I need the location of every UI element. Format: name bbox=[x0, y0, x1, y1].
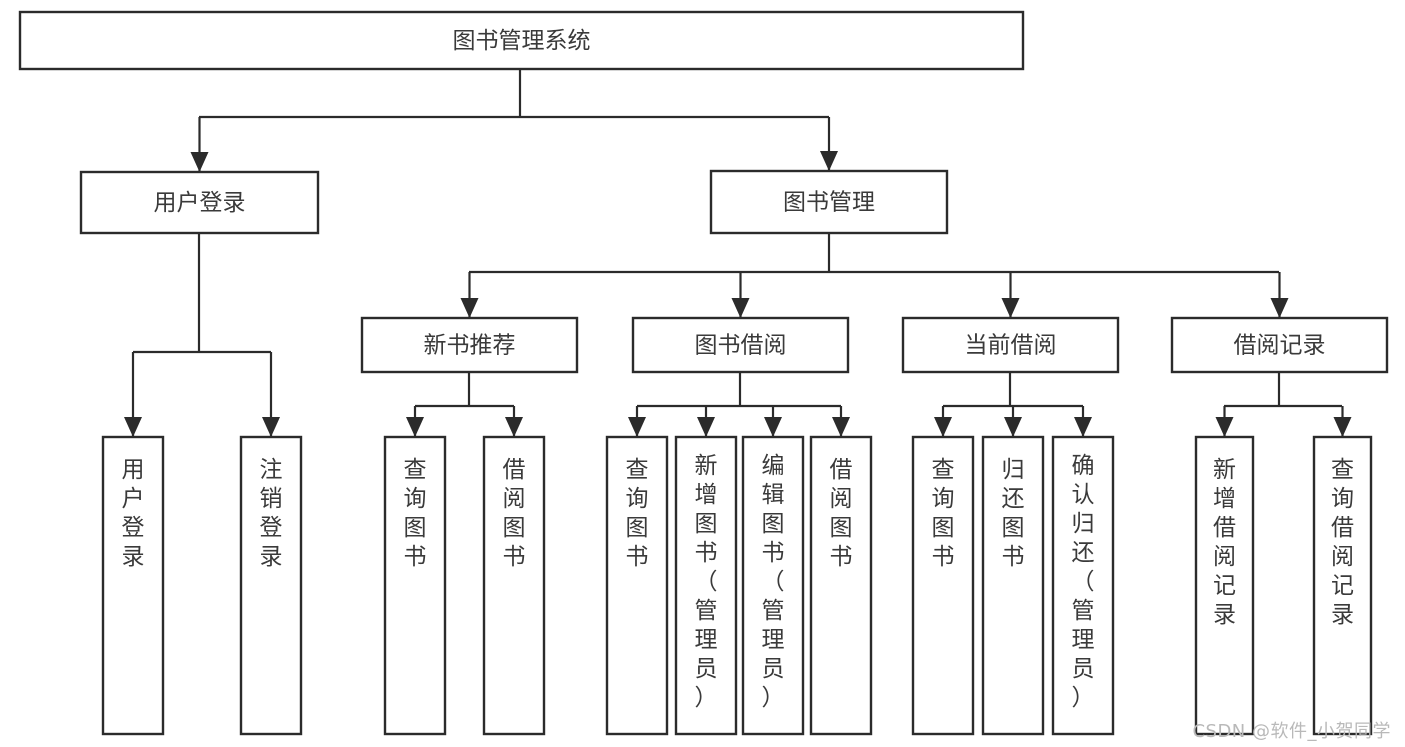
arrow-head-icon bbox=[764, 417, 782, 437]
node-label: 编辑图书（管理员） bbox=[762, 453, 785, 711]
leaf-node-br-add[interactable]: 新增借阅记录 bbox=[1194, 435, 1255, 736]
node-label: 新增图书（管理员） bbox=[695, 453, 718, 711]
node-label: 新书推荐 bbox=[424, 333, 516, 359]
node-box[interactable] bbox=[1051, 435, 1115, 736]
node-label: 当前借阅 bbox=[965, 333, 1057, 359]
arrow-head-icon bbox=[1001, 298, 1020, 318]
arrow-head-icon bbox=[1333, 417, 1352, 437]
node-label: 图书管理 bbox=[783, 190, 875, 216]
arrow-head-icon bbox=[628, 417, 646, 437]
leaf-node-leaf-user-logout[interactable]: 注销登录 bbox=[239, 435, 303, 736]
leaf-node-bb-add[interactable]: 新增图书（管理员） bbox=[674, 435, 738, 736]
node-box[interactable] bbox=[605, 435, 669, 736]
level2-node-borrow-record[interactable]: 借阅记录 bbox=[1170, 316, 1389, 374]
node-label: 用户登录 bbox=[154, 190, 246, 216]
node-box[interactable] bbox=[1312, 435, 1373, 736]
leaf-node-nbr-borrow[interactable]: 借阅图书 bbox=[482, 435, 546, 736]
leaf-node-nbr-query[interactable]: 查询图书 bbox=[383, 435, 447, 736]
node-label: 用户登录 bbox=[122, 457, 145, 570]
node-box[interactable] bbox=[709, 169, 949, 235]
level2-node-book-borrow[interactable]: 图书借阅 bbox=[631, 316, 850, 374]
node-box[interactable] bbox=[741, 435, 805, 736]
leaf-node-leaf-user-login[interactable]: 用户登录 bbox=[101, 435, 165, 736]
node-box[interactable] bbox=[674, 435, 738, 736]
node-label: 新增借阅记录 bbox=[1213, 457, 1236, 628]
leaf-node-br-query[interactable]: 查询借阅记录 bbox=[1312, 435, 1373, 736]
node-box[interactable] bbox=[79, 170, 320, 235]
node-box[interactable] bbox=[809, 435, 873, 736]
arrow-head-icon bbox=[1270, 298, 1289, 318]
arrow-head-icon bbox=[1215, 417, 1234, 437]
node-box[interactable] bbox=[1194, 435, 1255, 736]
node-box[interactable] bbox=[911, 435, 975, 736]
arrow-head-icon bbox=[1004, 417, 1022, 437]
arrow-head-icon bbox=[731, 298, 750, 318]
node-label: 图书借阅 bbox=[695, 333, 787, 359]
level1-node-book-manage[interactable]: 图书管理 bbox=[709, 169, 949, 235]
node-label: 借阅图书 bbox=[830, 457, 853, 570]
node-label: 查询借阅记录 bbox=[1331, 457, 1354, 628]
node-layer: 图书管理系统用户登录图书管理新书推荐图书借阅当前借阅借阅记录用户登录注销登录查询… bbox=[18, 10, 1389, 736]
leaf-node-bb-query[interactable]: 查询图书 bbox=[605, 435, 669, 736]
node-box[interactable] bbox=[631, 316, 850, 374]
arrow-head-icon bbox=[505, 417, 523, 437]
leaf-node-cb-query[interactable]: 查询图书 bbox=[911, 435, 975, 736]
leaf-node-bb-borrow[interactable]: 借阅图书 bbox=[809, 435, 873, 736]
node-box[interactable] bbox=[1170, 316, 1389, 374]
node-label: 注销登录 bbox=[260, 457, 283, 570]
level2-node-current-borrow[interactable]: 当前借阅 bbox=[901, 316, 1120, 374]
node-label: 图书管理系统 bbox=[453, 28, 591, 54]
arrow-head-icon bbox=[406, 417, 424, 437]
arrow-head-icon bbox=[832, 417, 850, 437]
node-box[interactable] bbox=[482, 435, 546, 736]
arrow-head-icon bbox=[1074, 417, 1092, 437]
arrow-head-icon bbox=[460, 298, 479, 318]
node-box[interactable] bbox=[101, 435, 165, 736]
leaf-node-cb-return[interactable]: 归还图书 bbox=[981, 435, 1045, 736]
level2-node-new-book-rec[interactable]: 新书推荐 bbox=[360, 316, 579, 374]
node-label: 借阅记录 bbox=[1234, 333, 1326, 359]
leaf-node-cb-confirm[interactable]: 确认归还（管理员） bbox=[1051, 435, 1115, 736]
arrow-head-icon bbox=[124, 417, 142, 437]
level1-node-user-login[interactable]: 用户登录 bbox=[79, 170, 320, 235]
arrow-head-icon bbox=[262, 417, 280, 437]
node-label: 借阅图书 bbox=[503, 457, 526, 570]
root-node-root[interactable]: 图书管理系统 bbox=[18, 10, 1025, 71]
node-label: 确认归还（管理员） bbox=[1072, 453, 1095, 711]
arrow-head-icon bbox=[820, 151, 838, 171]
node-box[interactable] bbox=[18, 10, 1025, 71]
arrow-head-icon bbox=[934, 417, 952, 437]
node-label: 查询图书 bbox=[932, 457, 955, 570]
node-box[interactable] bbox=[981, 435, 1045, 736]
node-box[interactable] bbox=[383, 435, 447, 736]
node-label: 查询图书 bbox=[626, 457, 649, 570]
node-box[interactable] bbox=[901, 316, 1120, 374]
connector-layer bbox=[124, 69, 1352, 437]
arrow-head-icon bbox=[697, 417, 715, 437]
node-box[interactable] bbox=[239, 435, 303, 736]
node-label: 归还图书 bbox=[1002, 457, 1025, 570]
arrow-head-icon bbox=[190, 152, 209, 172]
node-label: 查询图书 bbox=[404, 457, 427, 570]
node-box[interactable] bbox=[360, 316, 579, 374]
leaf-node-bb-edit[interactable]: 编辑图书（管理员） bbox=[741, 435, 805, 736]
